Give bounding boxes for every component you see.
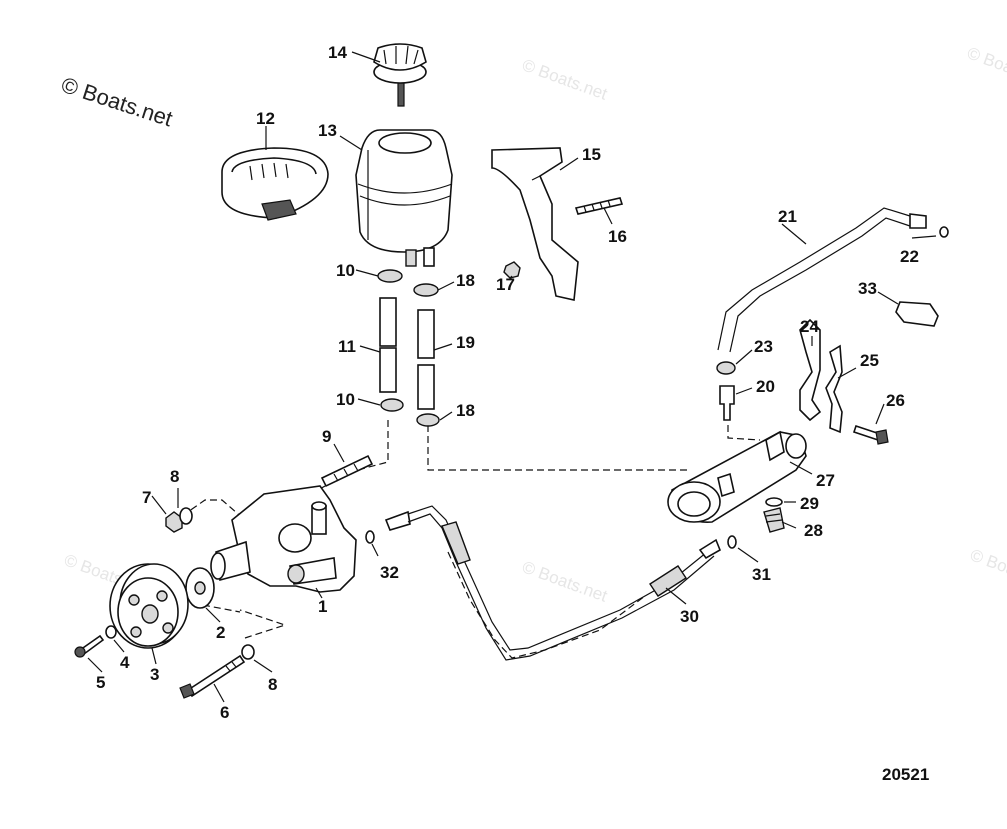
callout-27: 27 — [816, 471, 835, 490]
callout-20: 20 — [756, 377, 775, 396]
cooler-brackets — [799, 318, 843, 434]
callout-24: 24 — [800, 317, 819, 336]
callout-16: 16 — [608, 227, 627, 246]
callout-8: 8 — [268, 675, 277, 694]
pump-stud — [320, 454, 374, 488]
callouts: 1 2 3 4 5 6 7 8 8 9 10 10 11 12 13 14 15… — [96, 43, 919, 722]
pump-pulley — [109, 563, 189, 649]
callout-13: 13 — [318, 121, 337, 140]
drain-plug — [763, 507, 785, 533]
reservoir — [355, 129, 453, 267]
callout-17: 17 — [496, 275, 515, 294]
washer — [105, 625, 117, 639]
stud — [574, 197, 624, 215]
figure-number: 20521 — [882, 765, 930, 784]
nut — [503, 261, 521, 279]
callout-9: 9 — [322, 427, 331, 446]
callout-29: 29 — [800, 494, 819, 513]
bracket-bolt — [852, 424, 889, 445]
callout-2: 2 — [216, 623, 225, 642]
hose-clamp — [716, 361, 736, 375]
hose-clamps — [377, 269, 440, 427]
oil-cooler — [667, 430, 807, 523]
callout-22: 22 — [900, 247, 919, 266]
o-ring — [765, 497, 783, 507]
cooler-hose — [717, 207, 927, 353]
callout-28: 28 — [804, 521, 823, 540]
pressure-hose — [384, 505, 722, 661]
callout-1: 1 — [318, 597, 327, 616]
reservoir-hoses — [379, 297, 435, 410]
callout-10: 10 — [336, 390, 355, 409]
callout-26: 26 — [886, 391, 905, 410]
callout-5: 5 — [96, 673, 105, 692]
o-ring — [727, 535, 737, 549]
reservoir-cap — [373, 43, 427, 107]
callout-4: 4 — [120, 653, 130, 672]
callout-31: 31 — [752, 565, 771, 584]
callout-25: 25 — [860, 351, 879, 370]
callout-8: 8 — [170, 467, 179, 486]
callout-12: 12 — [256, 109, 275, 128]
fitting — [719, 385, 735, 421]
bolt-small — [74, 634, 105, 658]
callout-11: 11 — [338, 337, 356, 356]
power-steering-pump — [210, 485, 357, 593]
reservoir-bracket — [491, 147, 579, 301]
callout-3: 3 — [150, 665, 159, 684]
callout-6: 6 — [220, 703, 229, 722]
callout-21: 21 — [778, 207, 797, 226]
reservoir-clamp — [221, 147, 329, 221]
long-bolt — [179, 654, 246, 699]
nut — [165, 511, 183, 533]
washer — [241, 644, 255, 660]
callout-32: 32 — [380, 563, 399, 582]
callout-18: 18 — [456, 401, 475, 420]
washer — [179, 507, 193, 525]
callout-10: 10 — [336, 261, 355, 280]
callout-33: 33 — [858, 279, 877, 298]
callout-14: 14 — [328, 43, 347, 62]
callout-15: 15 — [582, 145, 601, 164]
callout-leaders — [87, 51, 937, 703]
hose-fitting — [895, 301, 939, 327]
callout-19: 19 — [456, 333, 475, 352]
callout-7: 7 — [142, 488, 151, 507]
callout-30: 30 — [680, 607, 699, 626]
callout-23: 23 — [754, 337, 773, 356]
callout-18: 18 — [456, 271, 475, 290]
o-ring — [365, 530, 375, 544]
pulley-hub — [185, 567, 215, 609]
o-ring — [939, 226, 949, 238]
